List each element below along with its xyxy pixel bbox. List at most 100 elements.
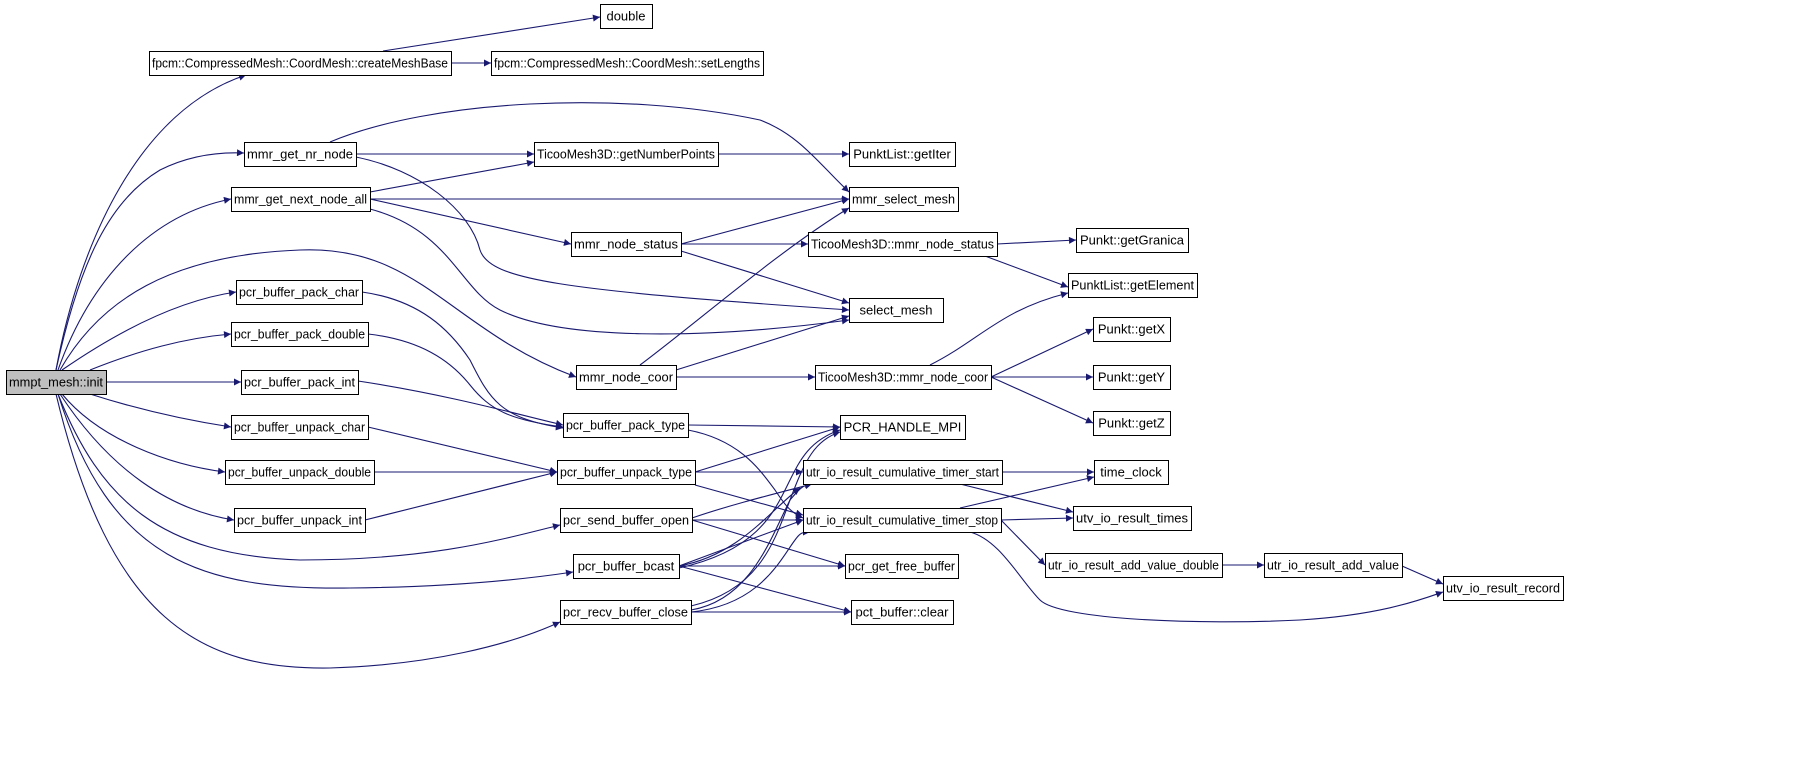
node-box[interactable] xyxy=(803,508,1002,533)
node-box[interactable] xyxy=(560,600,692,625)
node-select_mesh[interactable]: select_mesh xyxy=(849,298,944,323)
node-box[interactable] xyxy=(808,232,998,257)
node-box[interactable] xyxy=(1076,228,1189,253)
node-label: pcr_recv_buffer_close xyxy=(563,605,688,620)
node-result_record[interactable]: utv_io_result_record xyxy=(1443,576,1564,601)
node-box[interactable] xyxy=(1093,317,1171,342)
node-box[interactable] xyxy=(231,187,371,212)
node-label: PCR_HANDLE_MPI xyxy=(844,420,962,435)
node-box[interactable] xyxy=(803,460,1003,485)
node-unpack_int[interactable]: pcr_buffer_unpack_int xyxy=(234,508,366,533)
node-T_node_coor[interactable]: TicooMesh3D::mmr_node_coor xyxy=(815,365,992,390)
node-box[interactable] xyxy=(557,460,696,485)
node-box[interactable] xyxy=(236,280,363,305)
node-unpack_double[interactable]: pcr_buffer_unpack_double xyxy=(225,460,375,485)
node-box[interactable] xyxy=(534,142,719,167)
node-box[interactable] xyxy=(849,187,959,212)
node-label: utr_io_result_add_value_double xyxy=(1048,558,1219,573)
node-box[interactable] xyxy=(1068,273,1198,298)
node-recv_close[interactable]: pcr_recv_buffer_close xyxy=(560,600,692,625)
node-box[interactable] xyxy=(563,413,689,438)
node-timer_stop[interactable]: utr_io_result_cumulative_timer_stop xyxy=(803,508,1002,533)
node-get_nr_node[interactable]: mmr_get_nr_node xyxy=(244,142,357,167)
node-getNumberPoints[interactable]: TicooMesh3D::getNumberPoints xyxy=(534,142,719,167)
node-getIter[interactable]: PunktList::getIter xyxy=(849,142,956,167)
node-box[interactable] xyxy=(576,365,677,390)
node-box[interactable] xyxy=(573,554,680,579)
node-box[interactable] xyxy=(849,142,956,167)
edge-pack_type-to-HANDLE_MPI xyxy=(687,423,841,431)
node-createMeshBase[interactable]: fpcm::CompressedMesh::CoordMesh::createM… xyxy=(149,51,452,76)
node-pack_double[interactable]: pcr_buffer_pack_double xyxy=(231,322,369,347)
node-T_node_status[interactable]: TicooMesh3D::mmr_node_status xyxy=(808,232,998,257)
node-node_coor[interactable]: mmr_node_coor xyxy=(576,365,677,390)
node-label: select_mesh xyxy=(860,303,933,318)
node-time_clock[interactable]: time_clock xyxy=(1094,460,1169,485)
node-timer_start[interactable]: utr_io_result_cumulative_timer_start xyxy=(803,460,1003,485)
node-label: fpcm::CompressedMesh::CoordMesh::setLeng… xyxy=(494,56,760,71)
edge-timer_stop-to-add_value_double xyxy=(1000,519,1046,566)
node-label: TicooMesh3D::mmr_node_coor xyxy=(818,370,989,385)
node-send_open[interactable]: pcr_send_buffer_open xyxy=(560,508,693,533)
node-clear[interactable]: pct_buffer::clear xyxy=(851,600,954,625)
node-getElement[interactable]: PunktList::getElement xyxy=(1068,273,1198,298)
node-result_times[interactable]: utv_io_result_times xyxy=(1073,506,1192,531)
node-getZ[interactable]: Punkt::getZ xyxy=(1093,411,1171,436)
node-box[interactable] xyxy=(815,365,992,390)
node-box[interactable] xyxy=(1045,553,1223,578)
node-label: pcr_buffer_unpack_type xyxy=(560,465,692,480)
node-pack_type[interactable]: pcr_buffer_pack_type xyxy=(563,413,689,438)
node-box[interactable] xyxy=(234,508,366,533)
node-label: utv_io_result_record xyxy=(1446,581,1560,596)
node-add_value_double[interactable]: utr_io_result_add_value_double xyxy=(1045,553,1223,578)
node-label: fpcm::CompressedMesh::CoordMesh::createM… xyxy=(152,56,448,71)
edge-root-to-unpack_int xyxy=(59,393,235,523)
node-box[interactable] xyxy=(1264,553,1403,578)
node-box[interactable] xyxy=(231,322,369,347)
node-box[interactable] xyxy=(231,415,369,440)
node-box[interactable] xyxy=(1443,576,1564,601)
edge-root-to-get_next_node_all xyxy=(57,196,232,371)
node-get_free_buffer[interactable]: pcr_get_free_buffer xyxy=(845,554,959,579)
node-box[interactable] xyxy=(149,51,452,76)
node-label: TicooMesh3D::getNumberPoints xyxy=(537,147,715,162)
node-getX[interactable]: Punkt::getX xyxy=(1093,317,1171,342)
node-box[interactable] xyxy=(571,232,682,257)
node-add_value[interactable]: utr_io_result_add_value xyxy=(1264,553,1403,578)
node-box[interactable] xyxy=(1073,506,1192,531)
node-unpack_type[interactable]: pcr_buffer_unpack_type xyxy=(557,460,696,485)
node-box[interactable] xyxy=(241,370,359,395)
edge-bcast-to-HANDLE_MPI xyxy=(678,428,841,569)
node-box[interactable] xyxy=(6,370,107,395)
node-getGranica[interactable]: Punkt::getGranica xyxy=(1076,228,1189,253)
node-get_next_node_all[interactable]: mmr_get_next_node_all xyxy=(231,187,371,212)
node-box[interactable] xyxy=(851,600,954,625)
node-pack_char[interactable]: pcr_buffer_pack_char xyxy=(236,280,363,305)
node-box[interactable] xyxy=(600,4,653,29)
node-box[interactable] xyxy=(491,51,764,76)
node-getY[interactable]: Punkt::getY xyxy=(1093,365,1171,390)
node-box[interactable] xyxy=(244,142,357,167)
edge-root-to-bcast xyxy=(57,393,574,589)
node-box[interactable] xyxy=(845,554,959,579)
node-label: utr_io_result_cumulative_timer_stop xyxy=(806,513,998,528)
node-pack_int[interactable]: pcr_buffer_pack_int xyxy=(241,370,359,395)
node-box[interactable] xyxy=(840,415,966,440)
node-label: pcr_buffer_unpack_double xyxy=(228,465,371,480)
node-box[interactable] xyxy=(560,508,693,533)
node-bcast[interactable]: pcr_buffer_bcast xyxy=(573,554,680,579)
node-select_mesh_m[interactable]: mmr_select_mesh xyxy=(849,187,959,212)
node-box[interactable] xyxy=(1094,460,1169,485)
node-node_status[interactable]: mmr_node_status xyxy=(571,232,682,257)
node-box[interactable] xyxy=(1093,365,1171,390)
node-root[interactable]: mmpt_mesh::init xyxy=(6,370,107,395)
node-setLengths[interactable]: fpcm::CompressedMesh::CoordMesh::setLeng… xyxy=(491,51,764,76)
node-label: PunktList::getElement xyxy=(1071,278,1194,293)
node-unpack_char[interactable]: pcr_buffer_unpack_char xyxy=(231,415,369,440)
node-box[interactable] xyxy=(225,460,375,485)
node-box[interactable] xyxy=(849,298,944,323)
node-double[interactable]: double xyxy=(600,4,653,29)
node-box[interactable] xyxy=(1093,411,1171,436)
edge-root-to-node_coor xyxy=(59,249,577,378)
node-HANDLE_MPI[interactable]: PCR_HANDLE_MPI xyxy=(840,415,966,440)
